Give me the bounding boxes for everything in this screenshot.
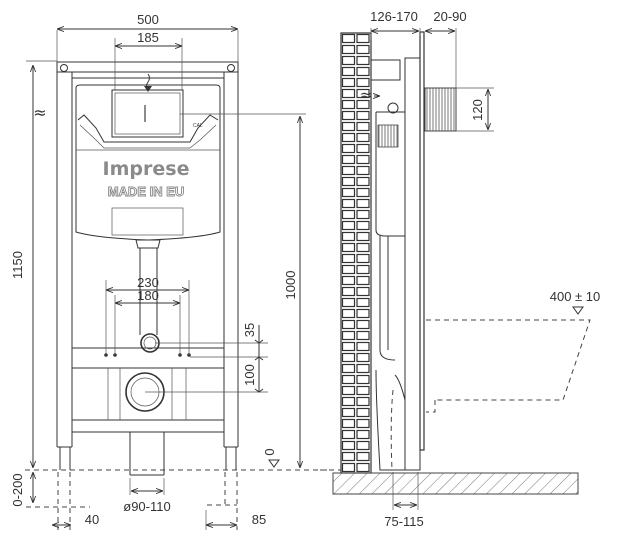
toilet-bowl-outline: [426, 319, 591, 401]
front-dimensions: 500 185 1150 1000 230 180 35 100 0: [10, 12, 330, 530]
dim-seat-height: 400 ± 10: [550, 289, 601, 304]
dim-185: 185: [137, 30, 159, 45]
made-in-label: MADE IN EU: [108, 184, 185, 199]
water-symbol: ≈: [33, 103, 46, 122]
svg-text:CAL: CAL: [193, 123, 203, 129]
dim-35: 35: [242, 323, 257, 337]
dim-40: 40: [85, 512, 99, 527]
floor-section: [332, 472, 579, 495]
dim-85: 85: [252, 512, 266, 527]
dim-drain-diameter: ø90-110: [123, 499, 170, 514]
brick-wall: [340, 32, 372, 474]
dim-20-90: 20-90: [433, 9, 466, 24]
side-dimensions: 126-170 20-90 120 75-115 400 ± 10: [370, 9, 600, 529]
brand-logo: Imprese: [103, 158, 190, 180]
dim-180: 180: [137, 288, 159, 303]
dim-120: 120: [470, 99, 485, 121]
frame: [56, 61, 239, 470]
dim-126-170: 126-170: [370, 9, 418, 24]
front-view: CAL Imprese MADE IN EU ≈ 500: [10, 12, 330, 530]
dim-230: 230: [137, 275, 159, 290]
water-symbol-side: ≈: [360, 86, 373, 104]
dim-0: 0: [262, 448, 277, 455]
cistern: CAL Imprese MADE IN EU: [75, 84, 221, 241]
side-view: ≈ 126-170 20-90 120 75-115 400 ± 10: [320, 9, 600, 529]
dim-0-200: 0-200: [10, 473, 25, 506]
side-frame: [371, 31, 425, 471]
flush-button-side: [424, 87, 457, 132]
dim-1150: 1150: [10, 251, 25, 279]
dim-100: 100: [242, 364, 257, 386]
dim-1000: 1000: [283, 271, 298, 300]
flush-button-plate: [111, 89, 184, 138]
flush-pipe: [104, 239, 191, 476]
dim-75-115: 75-115: [384, 514, 424, 529]
dim-500: 500: [137, 12, 159, 27]
